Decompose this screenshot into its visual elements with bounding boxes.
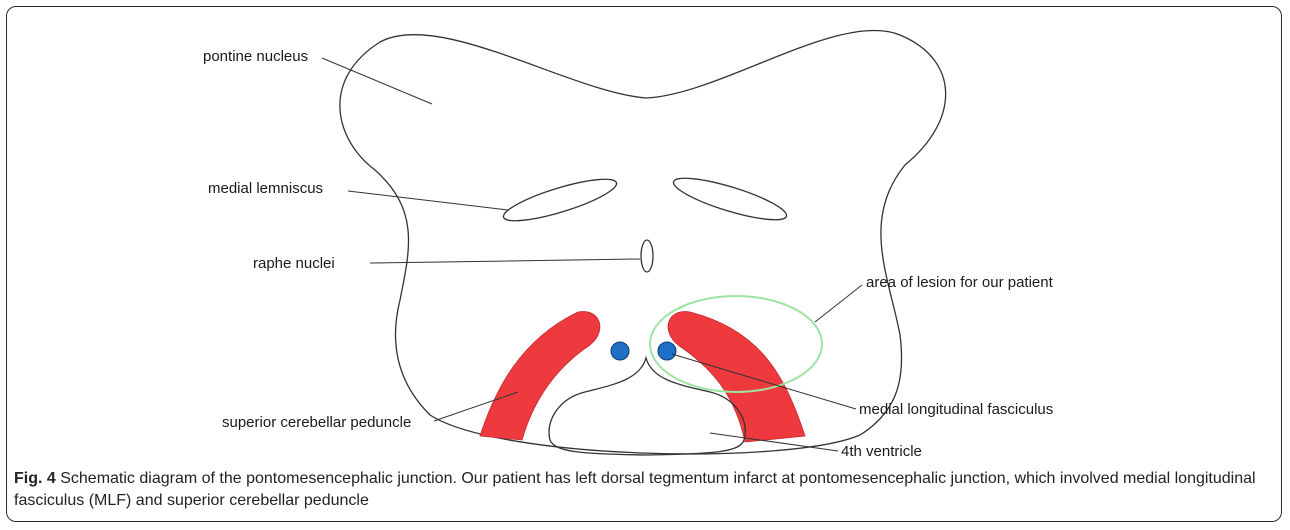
mlf-right-dot bbox=[658, 342, 676, 360]
superior-cerebellar-peduncle-left bbox=[480, 312, 600, 440]
brainstem-outline bbox=[340, 30, 946, 454]
mlf-left-dot bbox=[611, 342, 629, 360]
label-raphe-nuclei: raphe nuclei bbox=[253, 255, 335, 272]
figure-number: Fig. 4 bbox=[14, 470, 56, 487]
figure-caption: Fig. 4 Schematic diagram of the pontomes… bbox=[14, 468, 1269, 512]
caption-text: Schematic diagram of the pontomesencepha… bbox=[14, 470, 1256, 509]
label-superior-cerebellar-peduncle: superior cerebellar peduncle bbox=[222, 414, 411, 431]
leader-pontine-nucleus bbox=[322, 58, 432, 104]
label-pontine-nucleus: pontine nucleus bbox=[203, 48, 308, 65]
leader-area-of-lesion bbox=[815, 285, 862, 322]
superior-cerebellar-peduncle-right bbox=[668, 312, 805, 442]
label-area-of-lesion: area of lesion for our patient bbox=[866, 274, 1054, 291]
medial-lemniscus-left bbox=[500, 171, 620, 228]
leader-medial-lemniscus bbox=[348, 191, 508, 210]
medial-lemniscus-right bbox=[670, 170, 790, 227]
leader-raphe-nuclei bbox=[370, 259, 640, 263]
label-medial-longitudinal-fasciculus: medial longitudinal fasciculus bbox=[859, 401, 1053, 418]
raphe-nuclei-shape bbox=[641, 240, 653, 272]
label-medial-lemniscus: medial lemniscus bbox=[208, 180, 323, 197]
pontomesencephalic-diagram: pontine nucleus medial lemniscus raphe n… bbox=[0, 0, 1290, 470]
label-fourth-ventricle: 4th ventricle bbox=[841, 443, 922, 460]
